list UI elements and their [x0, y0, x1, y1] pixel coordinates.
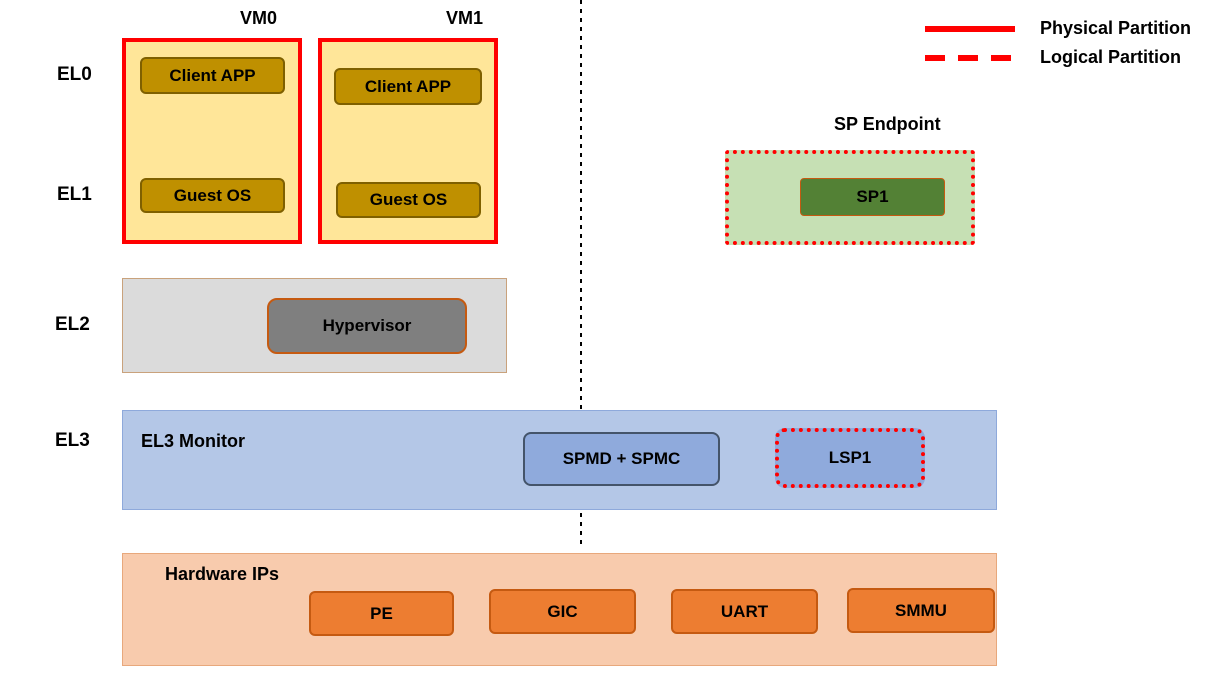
- world-divider-line: [580, 0, 582, 546]
- spmd-spmc-chip: SPMD + SPMC: [523, 432, 720, 486]
- legend-logical-line-swatch: [925, 55, 1021, 61]
- legend-physical-label: Physical Partition: [1040, 18, 1192, 38]
- legend-physical-line-swatch: [925, 26, 1015, 32]
- sp1-chip: SP1: [800, 178, 945, 216]
- vm0-guest-os: Guest OS: [140, 178, 285, 213]
- vm1-box: Client APP Guest OS: [318, 38, 498, 244]
- vm1-guest-os: Guest OS: [336, 182, 481, 218]
- hw-ip-pe: PE: [309, 591, 454, 636]
- hw-ip-smmu: SMMU: [847, 588, 995, 633]
- hypervisor-chip: Hypervisor: [267, 298, 467, 354]
- el3-monitor-box: EL3 Monitor SPMD + SPMC LSP1: [122, 410, 997, 510]
- el3-label: EL3: [55, 430, 90, 451]
- vm1-title: VM1: [446, 8, 484, 28]
- hw-ip-uart: UART: [671, 589, 818, 634]
- sp-endpoint-box: SP1: [725, 150, 975, 245]
- hw-ip-gic: GIC: [489, 589, 636, 634]
- vm0-title: VM0: [240, 8, 278, 28]
- legend-logical-label: Logical Partition: [1040, 47, 1182, 67]
- vm1-client-app: Client APP: [334, 68, 482, 105]
- el2-label: EL2: [55, 314, 90, 335]
- hardware-ips-title: Hardware IPs: [165, 564, 280, 584]
- vm0-client-app: Client APP: [140, 57, 285, 94]
- lsp1-chip: LSP1: [775, 428, 925, 488]
- hardware-ips-box: Hardware IPs PE GIC UART SMMU: [122, 553, 997, 666]
- el0-label: EL0: [57, 64, 92, 85]
- vm0-box: Client APP Guest OS: [122, 38, 302, 244]
- el1-label: EL1: [57, 184, 92, 205]
- el3-monitor-title: EL3 Monitor: [141, 431, 245, 451]
- sp-endpoint-title: SP Endpoint: [834, 114, 941, 134]
- el2-box: Hypervisor: [122, 278, 507, 373]
